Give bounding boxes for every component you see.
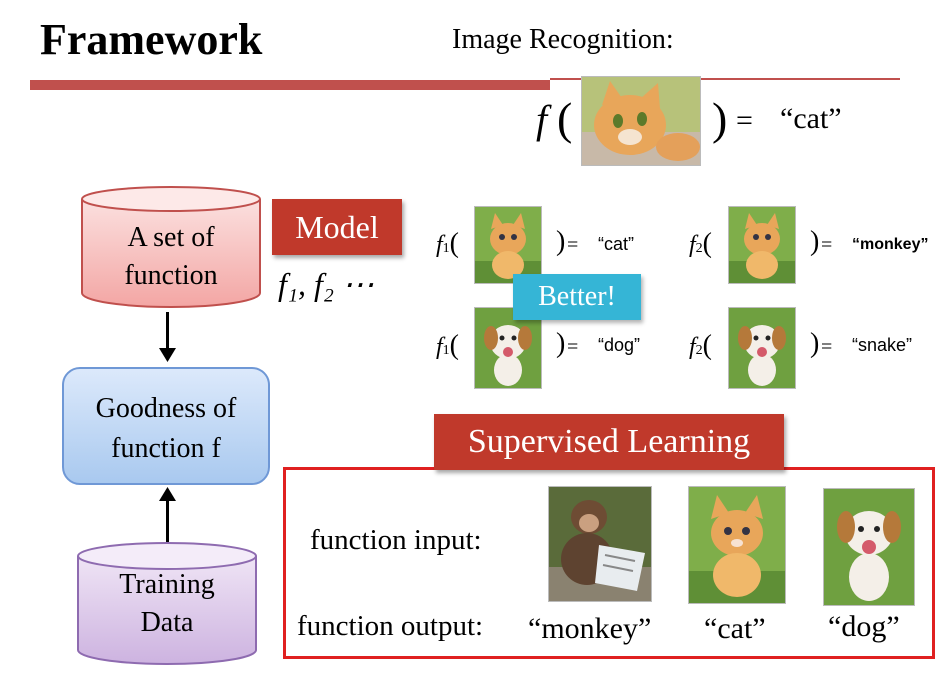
- example-output: “dog”: [598, 335, 641, 355]
- example-f2-monkey: f2(: [689, 228, 712, 259]
- page-subtitle: Image Recognition:: [452, 24, 674, 55]
- example-eq: =: [567, 336, 579, 358]
- goodness-box: Goodness of function f: [62, 367, 270, 485]
- function-input-label: function input:: [310, 524, 482, 556]
- example-fn: f: [689, 232, 696, 258]
- arrow-down-line: [166, 312, 169, 352]
- example-eq: =: [821, 336, 833, 358]
- paren-close: ): [810, 226, 820, 257]
- arrow-down-head-icon: [159, 348, 176, 362]
- paren-close: ): [556, 328, 566, 359]
- example-f1-cat: f1(: [436, 228, 459, 259]
- supervised-title: Supervised Learning: [434, 414, 784, 470]
- example-sub: 1: [442, 343, 450, 358]
- function-list: f₁, f₂ ⋯: [278, 266, 375, 302]
- example-eq: =: [821, 234, 833, 256]
- output-monkey: “monkey”: [528, 612, 652, 645]
- example-fn: f: [689, 334, 696, 360]
- dog-photo-icon: [474, 307, 542, 389]
- function-set-line2: function: [124, 260, 218, 291]
- goodness-line2: function f: [111, 433, 221, 464]
- function-set-line1: A set of: [127, 222, 215, 253]
- training-line1: Training: [119, 569, 215, 600]
- example-f2-snake: f2(: [689, 330, 712, 361]
- example-sub: 2: [695, 241, 703, 256]
- dog-photo-icon: [728, 307, 796, 389]
- better-label: Better!: [513, 274, 641, 320]
- equation-output: “cat”: [780, 102, 842, 135]
- cat-photo-icon: [728, 206, 796, 284]
- paren-close: ): [556, 226, 566, 257]
- equation-equals: =: [736, 104, 753, 137]
- model-label: Model: [272, 199, 402, 255]
- function-output-label: function output:: [297, 610, 484, 642]
- title-rule-thin: [550, 78, 900, 80]
- paren-close: ): [810, 328, 820, 359]
- page-title: Framework: [40, 15, 263, 64]
- monkey-photo-icon: [548, 486, 652, 602]
- example-eq: =: [567, 234, 579, 256]
- title-rule-thick: [30, 80, 550, 90]
- output-cat: “cat”: [704, 612, 766, 645]
- output-dog: “dog”: [828, 610, 900, 643]
- example-output: “cat”: [598, 234, 634, 254]
- equation-paren-left: (: [557, 93, 573, 144]
- equation-paren-right: ): [712, 93, 728, 144]
- example-sub: 2: [695, 343, 703, 358]
- example-fn: f: [436, 334, 443, 360]
- equation-f: f: [536, 97, 548, 142]
- example-f1-dog: f1(: [436, 330, 459, 361]
- training-data-cylinder: Training Data: [76, 540, 258, 668]
- example-output: “monkey”: [852, 236, 929, 253]
- example-sub: 1: [442, 241, 450, 256]
- training-line2: Data: [140, 607, 194, 638]
- goodness-line1: Goodness of: [95, 393, 237, 424]
- cat-photo-icon: [474, 206, 542, 284]
- example-output: “snake”: [852, 335, 913, 355]
- function-set-cylinder: A set of function: [80, 185, 262, 309]
- example-fn: f: [436, 232, 443, 258]
- cat-photo-icon: [688, 486, 786, 604]
- arrow-up-line: [166, 500, 169, 548]
- dog-photo-icon: [823, 488, 915, 606]
- cat-photo-icon: [581, 76, 701, 166]
- arrow-up-head-icon: [159, 487, 176, 501]
